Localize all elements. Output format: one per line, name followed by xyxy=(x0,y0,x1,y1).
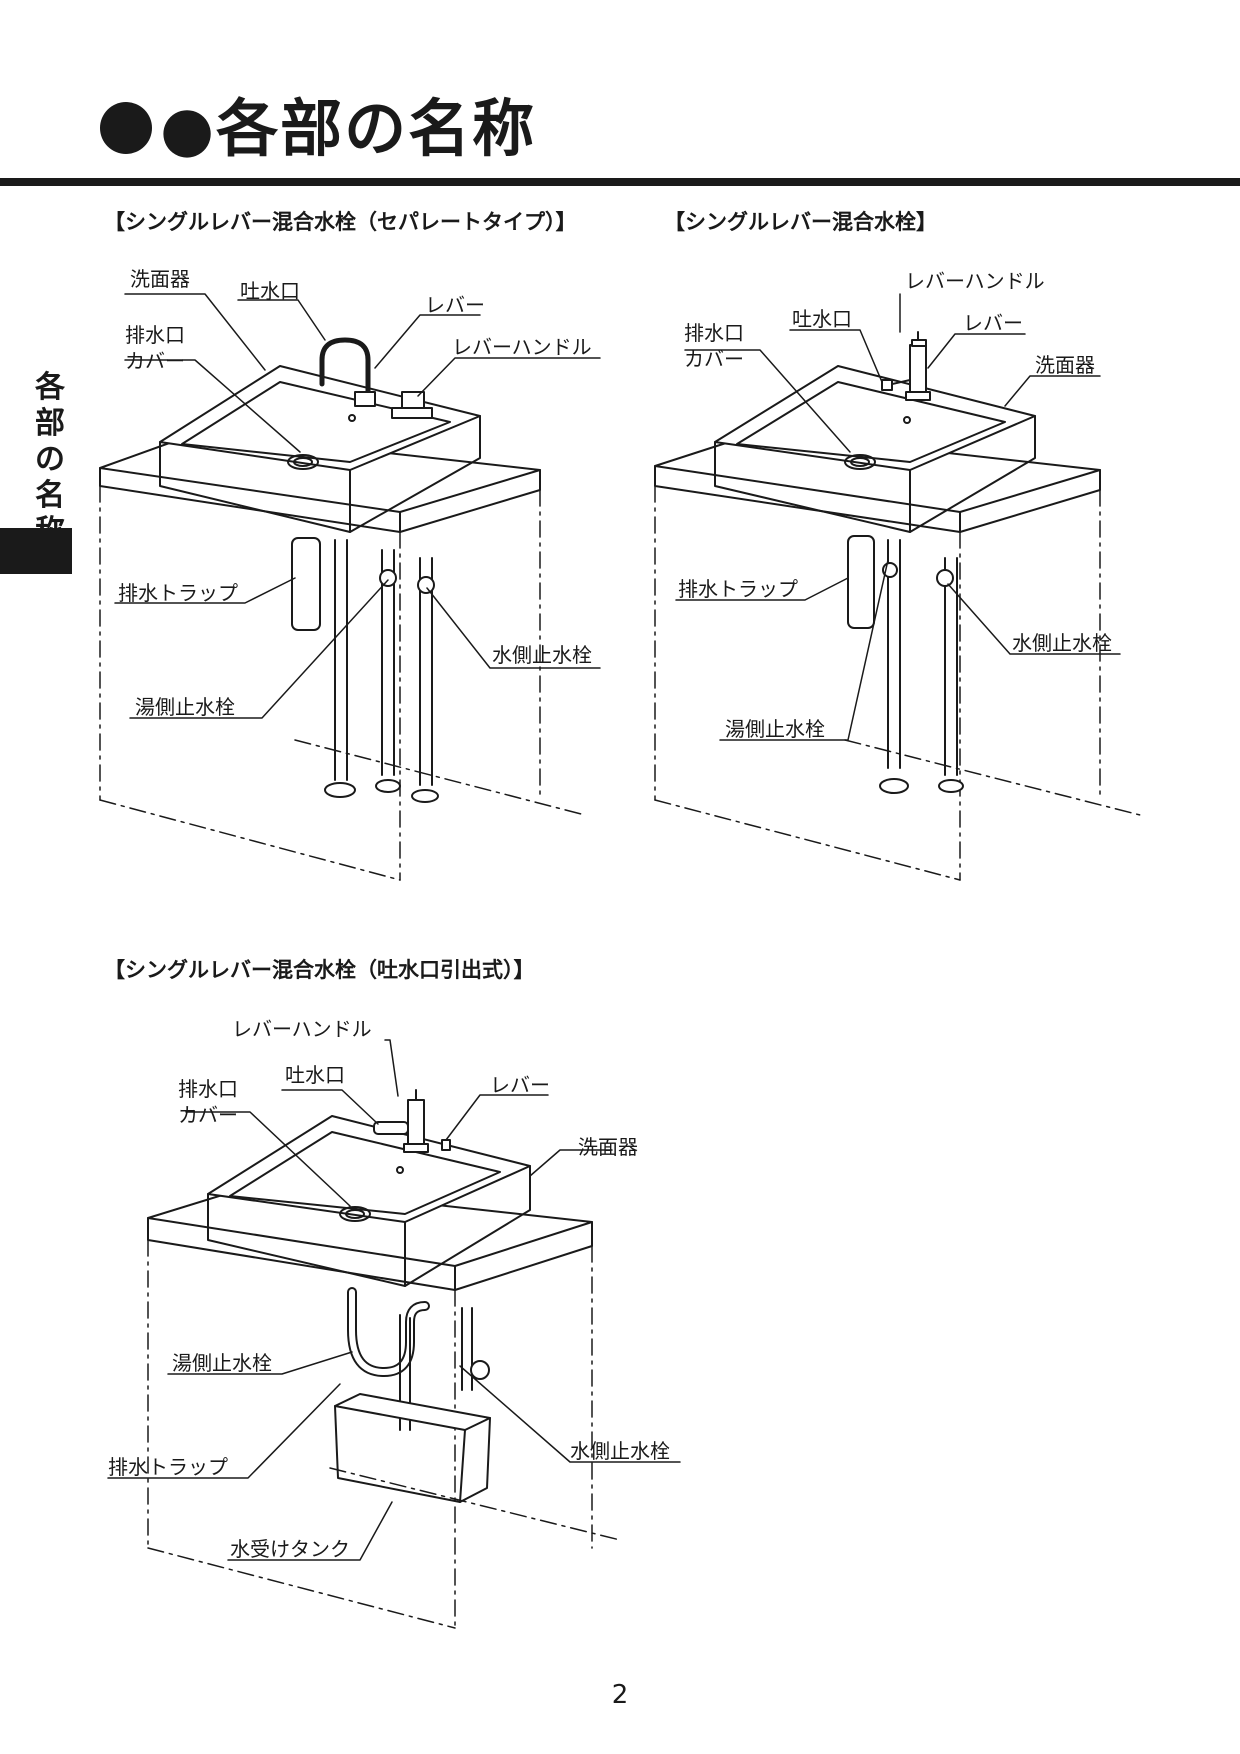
fig2-label-drain-trap: 排水トラップ xyxy=(678,577,798,601)
fig1-label-drain-trap: 排水トラップ xyxy=(118,581,238,605)
fig3-label-basin: 洗面器 xyxy=(578,1135,638,1159)
side-char: 各 xyxy=(35,370,65,405)
side-char: 名 xyxy=(35,478,65,513)
fig3-label-tank: 水受けタンク xyxy=(230,1537,350,1561)
fig3-label-spout: 吐水口 xyxy=(285,1063,345,1087)
fig2-label-spout: 吐水口 xyxy=(792,307,852,331)
title-rule xyxy=(0,178,1240,186)
fig2-label-drain-cover-2: カバー xyxy=(684,347,744,371)
fig1-heading: 【シングルレバー混合水栓（セパレートタイプ）】 xyxy=(104,210,577,234)
fig3-drawing xyxy=(107,1039,681,1629)
fig2-label-cold-valve: 水側止水栓 xyxy=(1012,631,1112,655)
side-section-label: 各 部 の 名 称 xyxy=(30,370,70,550)
fig1-label-drain-cover-2: カバー xyxy=(125,349,185,373)
fig1-label-spout: 吐水口 xyxy=(240,279,300,303)
fig1-label-basin: 洗面器 xyxy=(130,267,190,291)
fig2-label-lever: レバー xyxy=(963,311,1023,335)
fig1-label-drain-cover-1: 排水口 xyxy=(125,323,185,347)
fig3-label-hot-valve: 湯側止水栓 xyxy=(172,1351,272,1375)
fig3-heading: 【シングルレバー混合水栓（吐水口引出式）】 xyxy=(104,958,535,982)
fig2-heading: 【シングルレバー混合水栓】 xyxy=(664,210,937,234)
page-number: 2 xyxy=(611,1680,629,1710)
side-tab-marker xyxy=(0,528,72,574)
fig2-label-drain-cover-1: 排水口 xyxy=(684,321,744,345)
fig3-label-drain-cover-2: カバー xyxy=(178,1103,238,1127)
side-char: の xyxy=(35,442,65,477)
page-title: ●各部の名称 xyxy=(100,78,536,168)
fig3-label-drain-cover-1: 排水口 xyxy=(178,1077,238,1101)
fig1-label-cold-valve: 水側止水栓 xyxy=(492,643,592,667)
fig1-label-lever: レバー xyxy=(425,293,485,317)
fig3-label-lever: レバー xyxy=(490,1073,550,1097)
fig2-label-hot-valve: 湯側止水栓 xyxy=(725,717,825,741)
fig1-label-hot-valve: 湯側止水栓 xyxy=(135,695,235,719)
page-title-text: ●各部の名称 xyxy=(160,92,537,165)
fig3-label-lever-handle: レバーハンドル xyxy=(232,1017,372,1041)
fig1-drawing xyxy=(99,293,601,881)
fig2-label-lever-handle: レバーハンドル xyxy=(905,269,1045,293)
fig2-label-basin: 洗面器 xyxy=(1035,353,1095,377)
side-char: 部 xyxy=(35,406,65,441)
bullet-dot xyxy=(100,102,152,154)
fig1-label-lever-handle: レバーハンドル xyxy=(452,335,592,359)
fig2-drawing xyxy=(654,293,1141,881)
fig3-label-cold-valve: 水側止水栓 xyxy=(570,1439,670,1463)
fig3-label-drain-trap: 排水トラップ xyxy=(108,1455,228,1479)
